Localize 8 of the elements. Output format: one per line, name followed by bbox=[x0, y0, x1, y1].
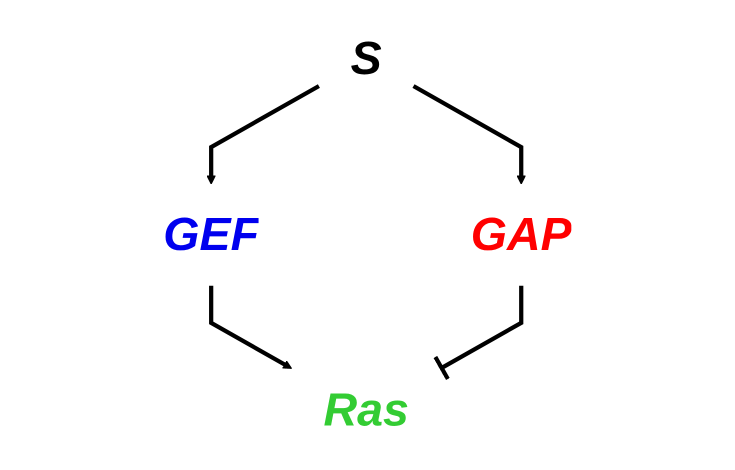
node-text: S bbox=[350, 32, 382, 85]
arrow bbox=[412, 84, 526, 185]
connector bbox=[433, 286, 524, 382]
arrow bbox=[209, 286, 292, 369]
node-text: GEF bbox=[163, 208, 260, 260]
node-text: GAP bbox=[470, 208, 572, 260]
node-text: Ras bbox=[323, 384, 409, 436]
arrow bbox=[206, 84, 320, 185]
